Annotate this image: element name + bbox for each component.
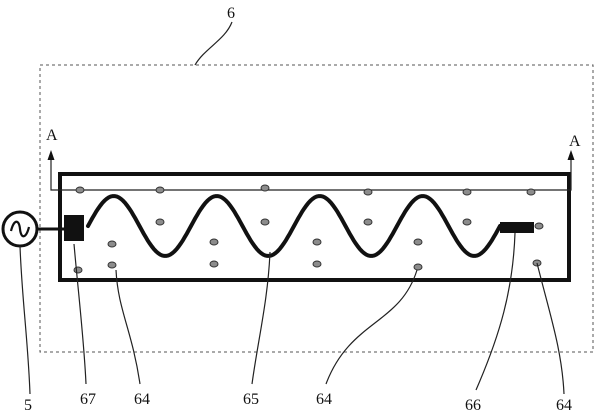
dashed-region-boundary (39, 64, 594, 353)
particle (260, 184, 270, 192)
particle (413, 263, 423, 271)
section-arrow-right (567, 150, 575, 160)
particle (73, 266, 83, 274)
leader-64-mid (325, 269, 418, 385)
source-label: 5 (24, 397, 32, 412)
tank-outline (58, 172, 571, 282)
leader-64-left (115, 269, 141, 385)
particle (107, 240, 117, 248)
particle (312, 238, 322, 246)
particle (462, 218, 472, 226)
particle-group (73, 184, 544, 274)
particle (363, 188, 373, 196)
particle (260, 218, 270, 226)
section-label-right: A (569, 133, 581, 150)
ac-source-icon (1, 210, 39, 248)
wire-label: 65 (243, 391, 259, 408)
leader-67 (73, 243, 87, 385)
particles-label-right: 64 (556, 397, 572, 412)
region-label: 6 (227, 5, 235, 22)
particle (363, 218, 373, 226)
particle (107, 261, 117, 269)
left-electrode-label: 67 (80, 391, 96, 408)
particles-label-left: 64 (134, 391, 150, 408)
leader-64-right (536, 262, 565, 395)
section-label-left: A (46, 127, 58, 144)
leader-66 (475, 232, 516, 391)
particles-label-mid: 64 (316, 391, 332, 408)
particle (155, 186, 165, 194)
particle (534, 222, 544, 230)
section-arrow-left (47, 150, 55, 160)
region-leader-line (194, 21, 233, 66)
right-electrode (500, 222, 534, 233)
particle (75, 186, 85, 194)
right-electrode-label: 66 (465, 397, 481, 412)
leader-65 (251, 251, 271, 385)
particle (462, 188, 472, 196)
particle (155, 218, 165, 226)
left-electrode (64, 215, 84, 241)
particle (209, 260, 219, 268)
section-line (50, 160, 572, 191)
particle (526, 188, 536, 196)
particle (312, 260, 322, 268)
particle (413, 238, 423, 246)
particle (209, 238, 219, 246)
heating-wire (86, 194, 502, 258)
leader-5 (19, 245, 31, 395)
